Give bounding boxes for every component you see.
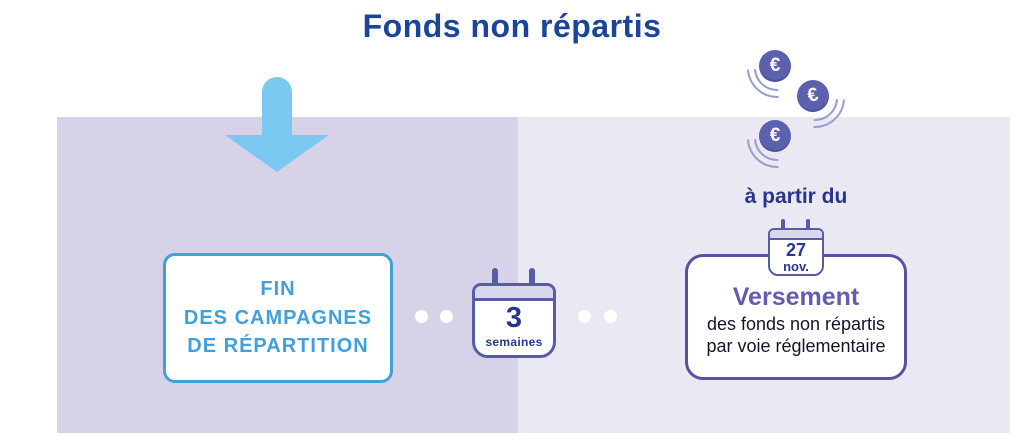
timeline-dot xyxy=(578,310,591,323)
timeline-dot xyxy=(415,310,428,323)
calendar-header-band xyxy=(475,286,553,301)
down-arrow-shaft xyxy=(262,77,292,137)
weeks-calendar-icon: 3 semaines xyxy=(472,268,556,358)
timeline-dot xyxy=(604,310,617,323)
start-date-label: à partir du xyxy=(744,185,848,208)
date-calendar-body: 27 nov. xyxy=(768,228,824,276)
calendar-peg-icon xyxy=(781,219,785,234)
versement-description: des fonds non répartis par voie réglemen… xyxy=(706,313,886,356)
calendar-peg-icon xyxy=(529,268,535,290)
euro-coin-icon: € xyxy=(734,25,820,111)
calendar-header-band xyxy=(770,230,822,240)
calendar-day: 27 xyxy=(785,240,807,260)
date-calendar-icon: 27 nov. xyxy=(768,219,824,276)
timeline-dot xyxy=(440,310,453,323)
fin-campagnes-box: FIN DES CAMPAGNES DE RÉPARTITION xyxy=(163,253,393,383)
fin-campagnes-label: FIN DES CAMPAGNES DE RÉPARTITION xyxy=(183,278,373,358)
euro-symbol: € xyxy=(759,120,791,152)
calendar-peg-icon xyxy=(806,219,810,234)
calendar-peg-icon xyxy=(492,268,498,290)
euro-symbol: € xyxy=(759,50,791,82)
versement-title: Versement xyxy=(732,283,860,311)
euro-coin-icon: € xyxy=(772,55,858,141)
page-title: Fonds non répartis xyxy=(362,8,662,44)
weeks-value: 3 xyxy=(505,302,523,334)
weeks-calendar-body: 3 semaines xyxy=(472,283,556,358)
euro-coin-icon: € xyxy=(734,95,820,181)
down-arrow-head xyxy=(225,135,329,172)
weeks-unit: semaines xyxy=(485,334,543,349)
calendar-month: nov. xyxy=(783,258,809,274)
